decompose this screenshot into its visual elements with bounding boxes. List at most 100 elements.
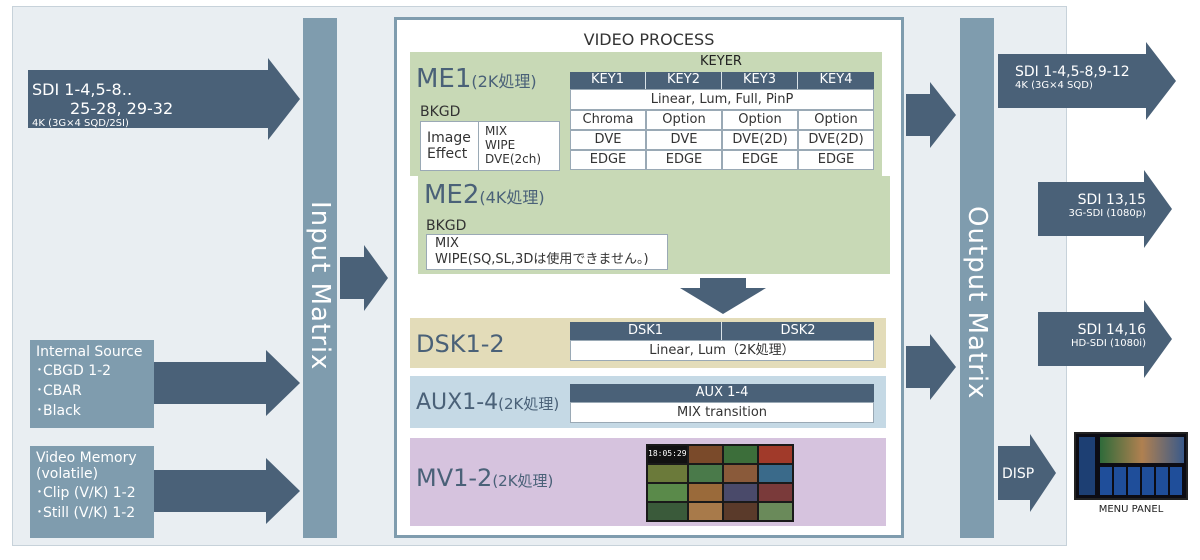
me1-suffix: (2K処理) (471, 72, 537, 91)
mv-tile (688, 484, 722, 501)
me1-bkgd-item: WIPE (485, 138, 516, 152)
output-1-line2: 4K (3G×4 SQD) (1015, 80, 1093, 91)
keyer-cell: Option (722, 110, 798, 130)
me2-bkgd-label: BKGD (426, 218, 467, 234)
keyer-cell: EDGE (646, 150, 722, 170)
me2-suffix: (4K処理) (479, 188, 545, 207)
me2-bkgd-box: MIX WIPE(SQ,SL,3Dは使用できません。) (426, 234, 668, 270)
keyer-modes: Linear, Lum, Full, PinP (570, 89, 874, 110)
me1-name: ME1 (416, 64, 472, 94)
process-to-output-arrow-top (906, 82, 956, 148)
me1-bkgd-item: MIX (485, 124, 508, 138)
output-arrow-3 (1038, 300, 1172, 378)
dsk-title: DSK1-2 (416, 330, 505, 358)
aux-header: AUX 1-4 (570, 384, 874, 402)
mv-tile (688, 503, 722, 520)
output-arrow-2 (1038, 170, 1172, 248)
sdi-input-arrow (28, 58, 300, 140)
internal-source-item: ･CBGD 1-2 (36, 363, 112, 379)
video-memory-box: Video Memory (volatile) ･Clip (V/K) 1-2 … (30, 446, 154, 538)
output-2-line2: 3G-SDI (1080p) (1068, 208, 1147, 219)
keyer-title: KEYER (700, 54, 742, 69)
mv-tile (648, 503, 687, 520)
keyer-cell: EDGE (722, 150, 798, 170)
sdi-input-label: SDI 1-4,5-8‥ 25-28, 29-32 4K (3G×4 SQD/2… (32, 80, 173, 129)
me1-bkgd-item: DVE(2ch) (485, 152, 542, 166)
keyer-cell: EDGE (798, 150, 874, 170)
keyer-key2: KEY2 (646, 72, 722, 89)
internal-source-item: ･CBAR (36, 383, 82, 399)
video-memory-arrow (154, 458, 300, 524)
me2-name: ME2 (424, 180, 480, 210)
mv-tile (758, 446, 792, 463)
dsk2-header: DSK2 (722, 322, 874, 340)
output-3-label: SDI 14,16 HD-SDI (1080i) (1046, 322, 1146, 349)
keyer-row3: EDGE EDGE EDGE EDGE (570, 150, 874, 170)
internal-source-title: Internal Source (36, 344, 143, 360)
mv-tile (758, 503, 792, 520)
output-arrow-1 (998, 42, 1176, 120)
video-memory-subtitle: (volatile) (36, 466, 99, 482)
keyer-cell: EDGE (570, 150, 646, 170)
video-memory-item: ･Clip (V/K) 1-2 (36, 485, 136, 501)
output-3-line1: SDI 14,16 (1077, 322, 1146, 338)
output-matrix: Output Matrix (960, 18, 994, 538)
menu-panel-preview (1100, 437, 1184, 463)
image-effect-line: Effect (427, 146, 468, 162)
dsk1-header: DSK1 (570, 322, 722, 340)
me1-bkgd-box: Image Effect MIX WIPE DVE(2ch) (420, 121, 560, 171)
output-1-label: SDI 1-4,5-8,9-12 4K (3G×4 SQD) (1015, 64, 1130, 91)
sdi-input-line1: SDI 1-4,5-8‥ (32, 80, 133, 99)
mv-suffix: (2K処理) (492, 472, 554, 490)
aux-suffix: (2K処理) (498, 395, 560, 413)
keyer-row1: Chroma Option Option Option (570, 110, 874, 130)
mv-tile (723, 446, 757, 463)
mv-tile (688, 465, 722, 482)
keyer-cell: DVE (570, 130, 646, 150)
input-matrix: Input Matrix (303, 18, 337, 538)
aux-desc: MIX transition (570, 402, 874, 423)
image-effect-label: Image Effect (427, 130, 471, 162)
video-process-title: VIDEO PROCESS (583, 30, 715, 49)
keyer-key4: KEY4 (798, 72, 874, 89)
keyer-cell: DVE(2D) (722, 130, 798, 150)
aux-title: AUX1-4(2K処理) (416, 390, 559, 415)
video-memory-item: ･Still (V/K) 1-2 (36, 505, 136, 521)
video-memory-title: Video Memory (36, 450, 137, 466)
sdi-input-line2: 25-28, 29-32 (70, 99, 174, 118)
output-3-line2: HD-SDI (1080i) (1070, 338, 1146, 349)
mv-tile (688, 446, 722, 463)
menu-panel-label: MENU PANEL (1098, 504, 1164, 515)
down-arrow (680, 278, 766, 314)
output-1-line1: SDI 1-4,5-8,9-12 (1015, 64, 1130, 80)
me2-title: ME2(4K処理) (424, 180, 545, 210)
mv-name: MV1-2 (416, 464, 493, 492)
keyer-key3: KEY3 (722, 72, 798, 89)
process-to-output-arrow-bottom (906, 334, 956, 400)
dsk-header-row: DSK1 DSK2 (570, 322, 874, 340)
keyer-header-row: KEY1 KEY2 KEY3 KEY4 (570, 72, 874, 89)
sdi-input-line3: 4K (3G×4 SQD/2SI) (32, 118, 129, 129)
aux-name: AUX1-4 (416, 390, 499, 415)
internal-source-box: Internal Source ･CBGD 1-2 ･CBAR ･Black (30, 340, 154, 428)
output-2-label: SDI 13,15 3G-SDI (1080p) (1046, 192, 1147, 219)
internal-source-arrow (154, 350, 300, 416)
keyer-cell: DVE(2D) (798, 130, 874, 150)
mv-title: MV1-2(2K処理) (416, 464, 553, 492)
dsk-modes: Linear, Lum（2K処理） (570, 340, 874, 361)
keyer-key1: KEY1 (570, 72, 646, 89)
matrix-to-process-arrow (340, 245, 388, 311)
input-matrix-label: Input Matrix (305, 201, 335, 371)
keyer-cell: Option (646, 110, 722, 130)
mv-tile (648, 484, 687, 501)
keyer-cell: DVE (646, 130, 722, 150)
me1-bkgd-label: BKGD (420, 104, 461, 120)
disp-label: DISP (1002, 466, 1035, 482)
disp-arrow (998, 434, 1056, 512)
me1-title: ME1(2K処理) (416, 64, 537, 94)
output-matrix-label: Output Matrix (962, 206, 992, 400)
me1-bkgd-items: MIX WIPE DVE(2ch) (485, 124, 541, 166)
mv-tile (758, 465, 792, 482)
keyer-cell: Option (798, 110, 874, 130)
me1-bkgd-divider (478, 122, 479, 170)
